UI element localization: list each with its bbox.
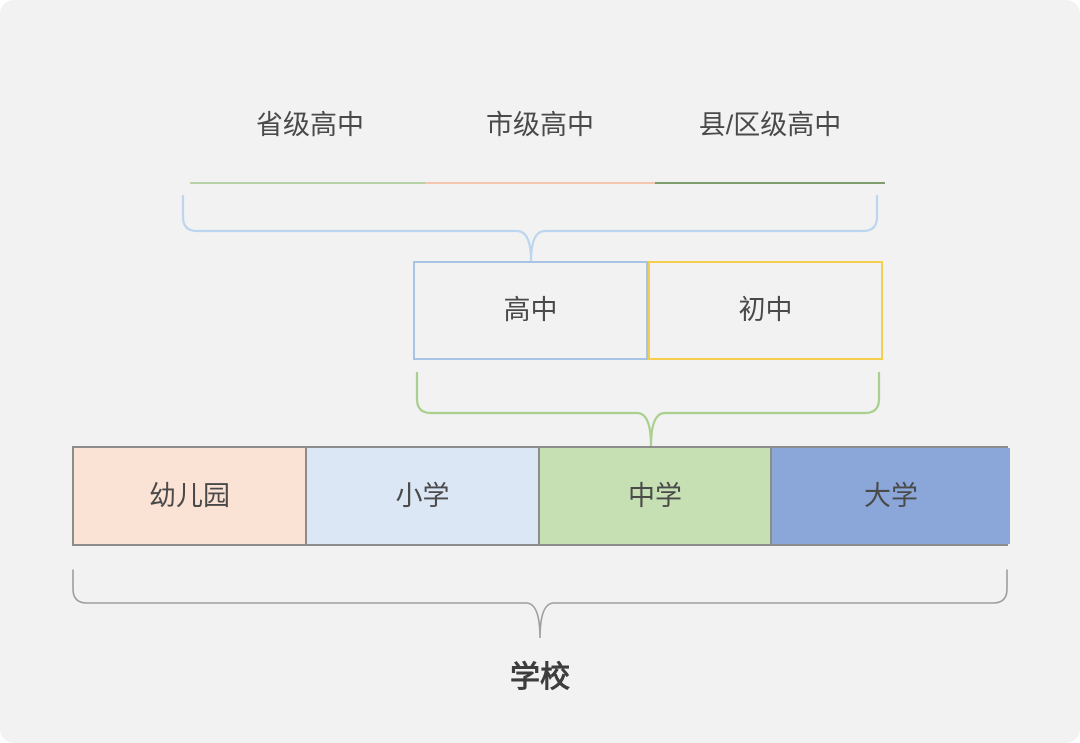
top-category-0[interactable]: 省级高中 [190, 108, 430, 184]
top-category-underline [655, 182, 885, 184]
top-category-label: 省级高中 [256, 110, 364, 140]
top-category-1[interactable]: 市级高中 [425, 108, 655, 184]
stage-segment-primary[interactable]: 小学 [307, 448, 540, 544]
mid-box-label: 高中 [503, 295, 558, 325]
stage-label: 中学 [628, 480, 682, 511]
mid-box-label: 初中 [738, 295, 793, 325]
brace-school-overall [72, 569, 1008, 639]
stage-segment-kindergarten[interactable]: 幼儿园 [74, 448, 307, 544]
mid-box-senior-high[interactable]: 高中 [413, 261, 648, 360]
education-stage-bar: 幼儿园 小学 中学 大学 [72, 446, 1010, 546]
top-category-label: 县/区级高中 [698, 110, 842, 140]
mid-box-junior-high[interactable]: 初中 [648, 261, 883, 360]
top-category-underline [425, 182, 655, 184]
stage-segment-university[interactable]: 大学 [772, 448, 1010, 544]
stage-label: 小学 [395, 480, 450, 511]
brace-highschool-tiers [181, 194, 879, 262]
diagram-title: 学校 [510, 661, 570, 694]
stage-label: 幼儿园 [149, 480, 230, 511]
top-category-2[interactable]: 县/区级高中 [655, 108, 885, 184]
top-category-label: 市级高中 [486, 110, 594, 140]
stage-segment-secondary[interactable]: 中学 [540, 448, 772, 544]
brace-middleschool-split [415, 371, 881, 447]
stage-label: 大学 [864, 480, 918, 511]
top-category-underline [190, 182, 430, 184]
